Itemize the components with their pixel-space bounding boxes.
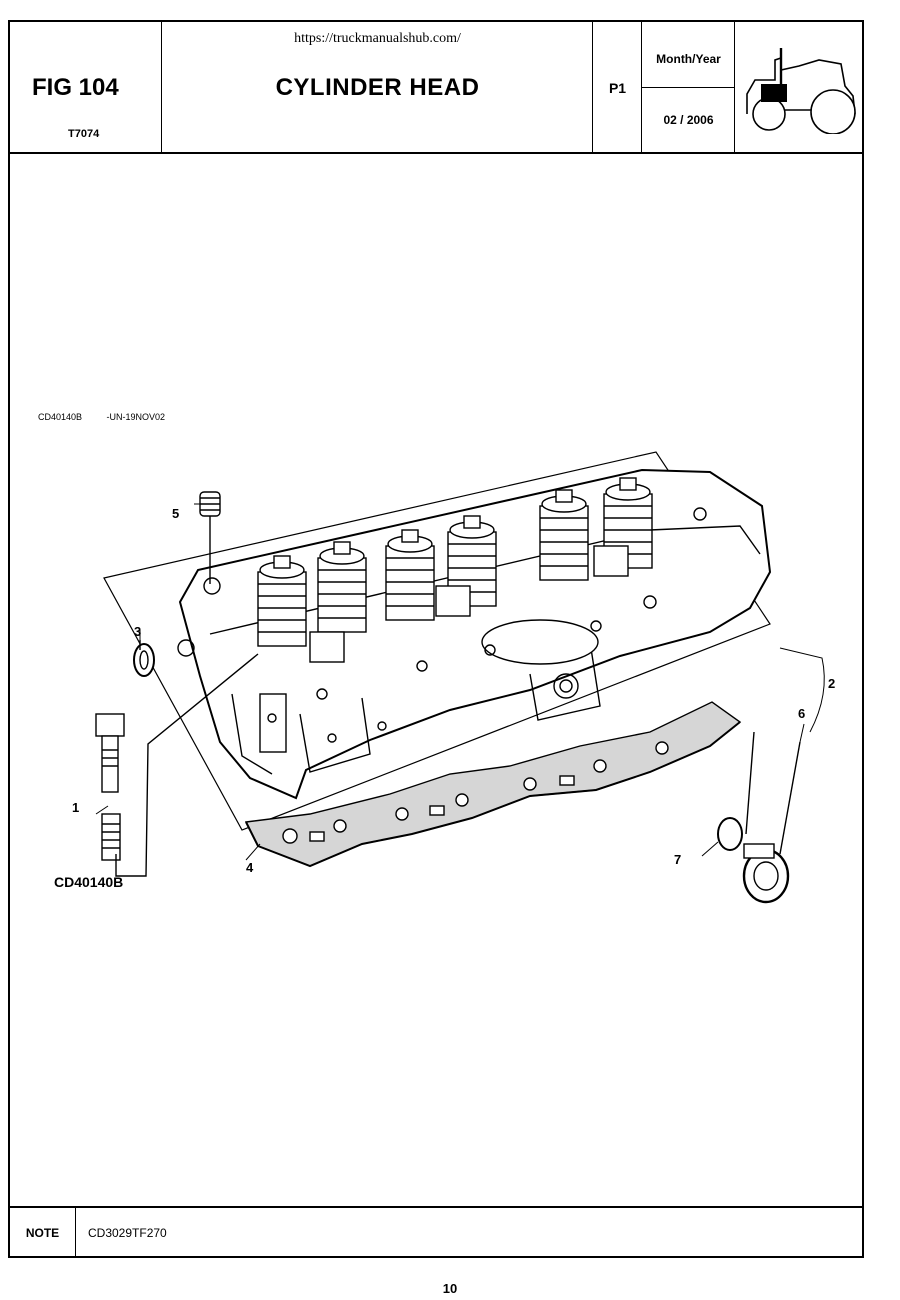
part-oring-item-7: [717, 731, 755, 851]
date-divider: [642, 87, 735, 88]
logo-cell: [735, 22, 862, 152]
parts-sheet: FIG 104 T7074 https://truckmanualshub.co…: [8, 20, 864, 1258]
callout-3: 3: [134, 624, 142, 639]
callout-2: 2: [828, 676, 836, 691]
image-suffix: -UN-19NOV02: [106, 412, 166, 422]
part-plug-item-6: [742, 741, 801, 904]
page-number: 10: [442, 1281, 458, 1296]
figure-caption: CD40140B: [54, 874, 124, 890]
tractor-icon: [746, 48, 856, 134]
note-row: NOTE CD3029TF270: [10, 1206, 862, 1258]
figure-code: T7074: [68, 128, 100, 140]
date-cell: Month/Year 02 / 2006: [642, 22, 735, 152]
part-bolts-item-1: [95, 653, 259, 877]
note-text: CD3029TF270: [88, 1226, 167, 1240]
page-code: P1: [608, 80, 627, 96]
cylinder-head-drawing: [95, 451, 825, 904]
rocker-pedestals: [309, 545, 629, 663]
source-url[interactable]: https://truckmanualshub.com/: [294, 31, 461, 46]
image-id: CD40140B: [38, 412, 83, 422]
date-label: Month/Year: [656, 52, 721, 66]
image-reference: CD40140B -UN-19NOV02: [38, 412, 187, 422]
callout-1: 1: [72, 800, 80, 815]
head-gasket: [244, 701, 742, 868]
callout-4: 4: [246, 860, 254, 875]
callout-6: 6: [798, 706, 806, 721]
callout-5: 5: [172, 506, 180, 521]
sheet-header: FIG 104 T7074 https://truckmanualshub.co…: [10, 22, 862, 154]
figure-cell: FIG 104 T7074: [10, 22, 162, 152]
date-value: 02 / 2006: [663, 113, 714, 127]
backdrop-panel: [103, 451, 771, 831]
title-cell: https://truckmanualshub.com/ CYLINDER HE…: [162, 22, 593, 152]
note-label: NOTE: [10, 1208, 76, 1258]
page-title: CYLINDER HEAD: [275, 74, 480, 101]
callout-7: 7: [674, 852, 682, 867]
part-seal-item-3: [133, 640, 155, 677]
figure-number: FIG 104: [32, 74, 119, 101]
page-code-cell: P1: [593, 22, 642, 152]
exploded-view: CD40140B -UN-19NOV02: [10, 154, 862, 1206]
